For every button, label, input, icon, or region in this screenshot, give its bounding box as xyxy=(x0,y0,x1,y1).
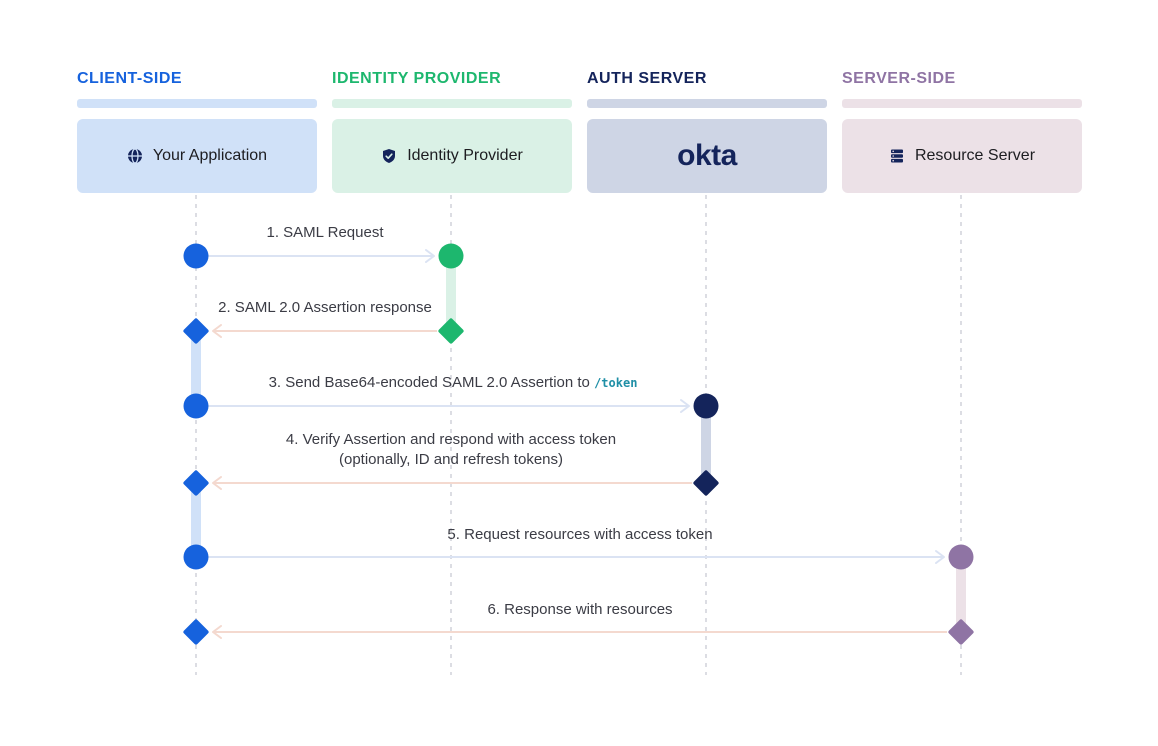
message-4-line-2: (optionally, ID and refresh tokens) xyxy=(339,451,563,468)
message-4-label: 4. Verify Assertion and respond with acc… xyxy=(286,430,616,470)
request-node-client xyxy=(183,544,209,570)
lane-title-server-side: SERVER-SIDE xyxy=(842,70,956,87)
message-3-text: 3. Send Base64-encoded SAML 2.0 Assertio… xyxy=(268,374,595,391)
request-node-client xyxy=(183,393,209,419)
participant-okta: okta xyxy=(587,119,827,193)
activation-bar-client xyxy=(191,483,201,557)
activation-bar-idp xyxy=(446,256,456,331)
response-node-server xyxy=(948,619,974,645)
response-node-client xyxy=(183,619,209,645)
request-node-client xyxy=(183,243,209,269)
message-4-line-1: 4. Verify Assertion and respond with acc… xyxy=(285,431,617,448)
arrow-6-head xyxy=(212,625,222,639)
lane-bar-auth-server xyxy=(587,99,827,108)
message-5-label: 5. Request resources with access token xyxy=(447,526,713,543)
lane-bar-identity-provider xyxy=(332,99,572,108)
server-icon xyxy=(889,148,905,164)
response-node-idp xyxy=(438,318,464,344)
token-endpoint-code: /token xyxy=(594,376,638,390)
response-node-client xyxy=(183,318,209,344)
message-3-label: 3. Send Base64-encoded SAML 2.0 Assertio… xyxy=(269,373,638,393)
arrow-2-head xyxy=(212,324,222,338)
lane-title-identity-provider: IDENTITY PROVIDER xyxy=(332,70,502,87)
activation-bar-auth xyxy=(701,406,711,483)
request-node-auth xyxy=(693,393,719,419)
arrow-4-head xyxy=(212,476,222,490)
arrow-5-head xyxy=(935,550,945,564)
message-2-label: 2. SAML 2.0 Assertion response xyxy=(218,299,432,316)
activation-bar-client xyxy=(191,331,201,406)
lane-bar-server-side xyxy=(842,99,1082,108)
request-node-idp xyxy=(438,243,464,269)
participant-resource-server: Resource Server xyxy=(842,119,1082,193)
activation-bar-server xyxy=(956,557,966,632)
participant-label: Resource Server xyxy=(914,147,1036,164)
lane-bar-client-side xyxy=(77,99,317,108)
request-node-server xyxy=(948,544,974,570)
lane-title-client-side: CLIENT-SIDE xyxy=(77,70,183,87)
response-node-client xyxy=(183,470,209,496)
participant-label: Your Application xyxy=(152,147,268,164)
lane-title-auth-server: AUTH SERVER xyxy=(587,70,707,87)
participant-your-application: Your Application xyxy=(77,119,317,193)
arrow-3-head xyxy=(680,399,690,413)
globe-icon xyxy=(127,148,143,164)
participant-label: Identity Provider xyxy=(407,147,523,164)
participant-identity-provider: Identity Provider xyxy=(332,119,572,193)
arrow-1-head xyxy=(425,249,435,263)
message-1-label: 1. SAML Request xyxy=(266,224,384,241)
message-6-label: 6. Response with resources xyxy=(487,601,673,618)
okta-logo: okta xyxy=(677,139,737,172)
response-node-auth xyxy=(693,470,719,496)
shield-check-icon xyxy=(381,148,397,164)
